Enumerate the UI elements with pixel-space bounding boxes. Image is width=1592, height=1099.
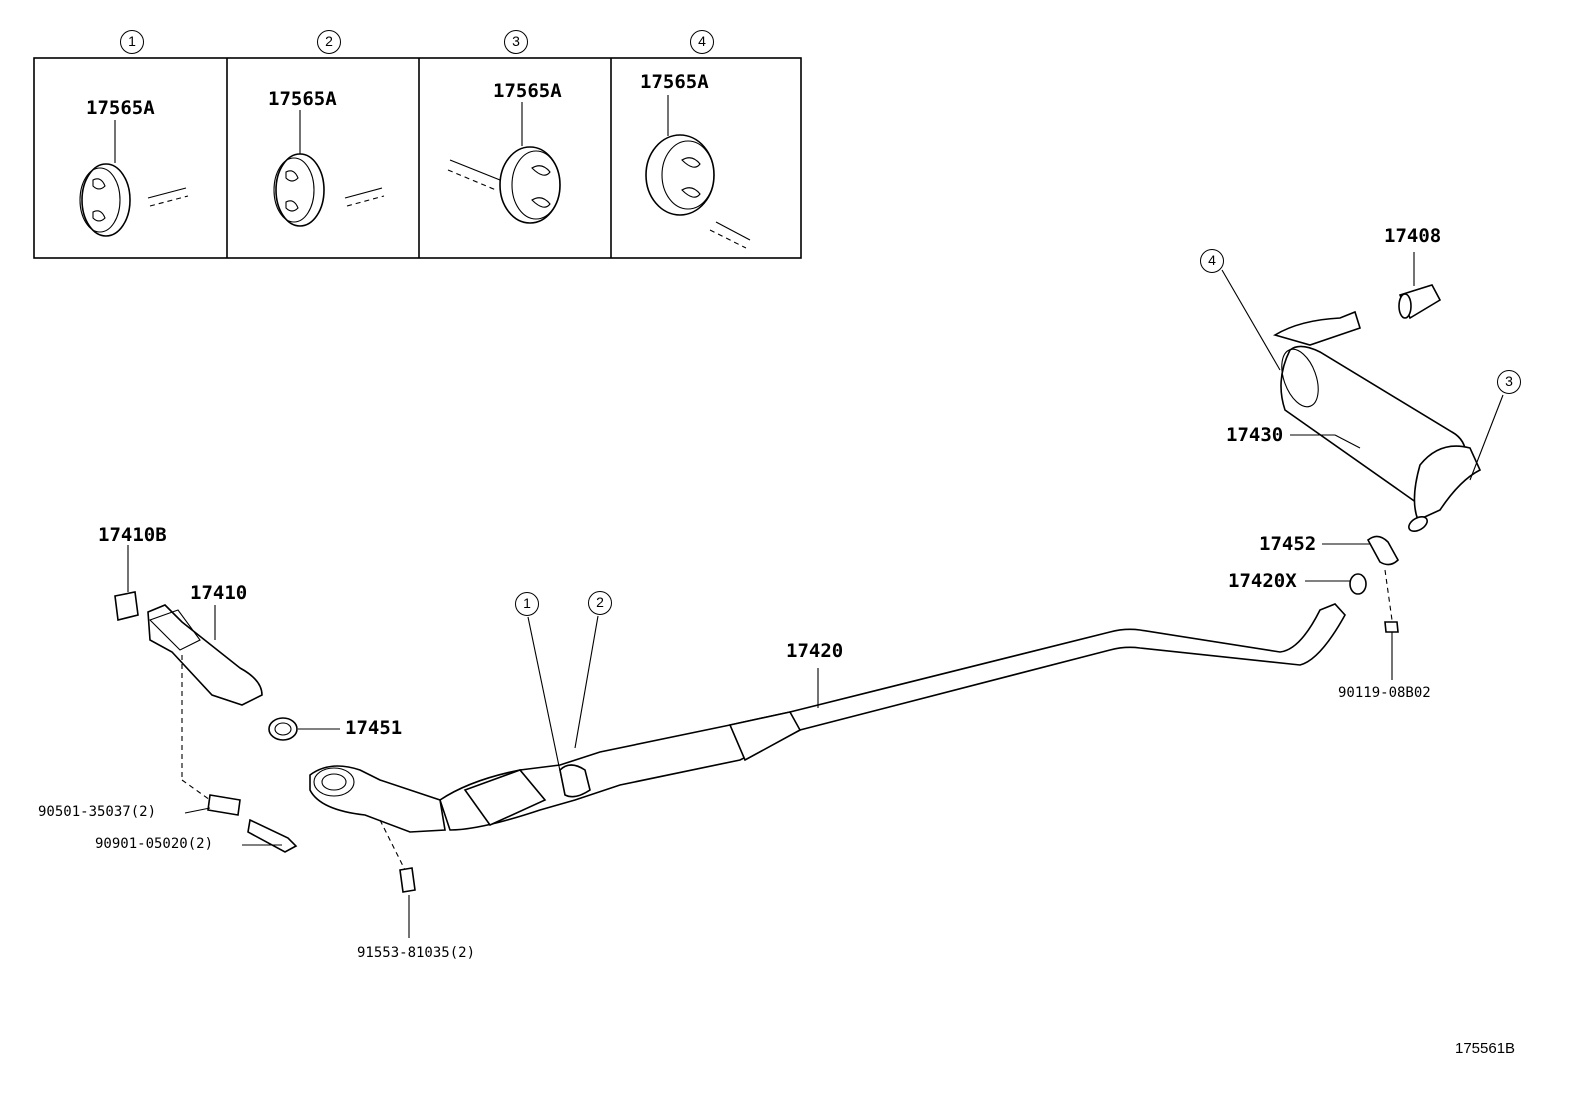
inset-part-label-2: 17565A	[268, 88, 337, 110]
inset-part-label-4: 17565A	[640, 71, 709, 93]
inset-marker-3: 3	[504, 30, 528, 54]
muffler	[1221, 269, 1504, 533]
callout-2: 2	[588, 591, 612, 615]
part-label-17410: 17410	[190, 582, 248, 604]
part-label-90501-35037: 90501-35037(2)	[38, 804, 157, 820]
front-pipe	[309, 765, 446, 938]
part-label-91553-81035: 91553-81035(2)	[357, 945, 476, 961]
part-label-17410B: 17410B	[98, 524, 167, 546]
inset-marker-1: 1	[120, 30, 144, 54]
callout-3: 3	[1497, 370, 1521, 394]
part-label-17430: 17430	[1226, 424, 1284, 446]
part-label-17420X: 17420X	[1228, 570, 1297, 592]
inset-part-label-3: 17565A	[493, 80, 562, 102]
part-label-17420: 17420	[786, 640, 844, 662]
tailpipe-tip	[1398, 252, 1442, 320]
callout-1: 1	[515, 592, 539, 616]
part-label-90901-05020: 90901-05020(2)	[95, 836, 214, 852]
part-label-17452: 17452	[1259, 533, 1317, 555]
center-pipe	[439, 603, 1346, 831]
hanger-panel-2	[273, 110, 385, 227]
hanger-panel-3	[447, 102, 561, 224]
hanger-panel-1	[79, 120, 189, 237]
inset-marker-2: 2	[317, 30, 341, 54]
part-label-17451: 17451	[345, 717, 403, 739]
rear-fasteners	[1305, 535, 1399, 680]
inset-marker-4: 4	[690, 30, 714, 54]
inset-box	[33, 57, 802, 259]
callout-4: 4	[1200, 249, 1224, 273]
callout-leaders	[527, 615, 599, 796]
inset-part-label-1: 17565A	[86, 97, 155, 119]
part-label-17408: 17408	[1384, 225, 1442, 247]
part-label-90119-08B02: 90119-08B02	[1338, 685, 1431, 701]
illustration-code: 175561B	[1455, 1040, 1516, 1057]
exhaust-manifold-pipe	[114, 545, 340, 853]
hanger-panel-4	[645, 95, 751, 249]
